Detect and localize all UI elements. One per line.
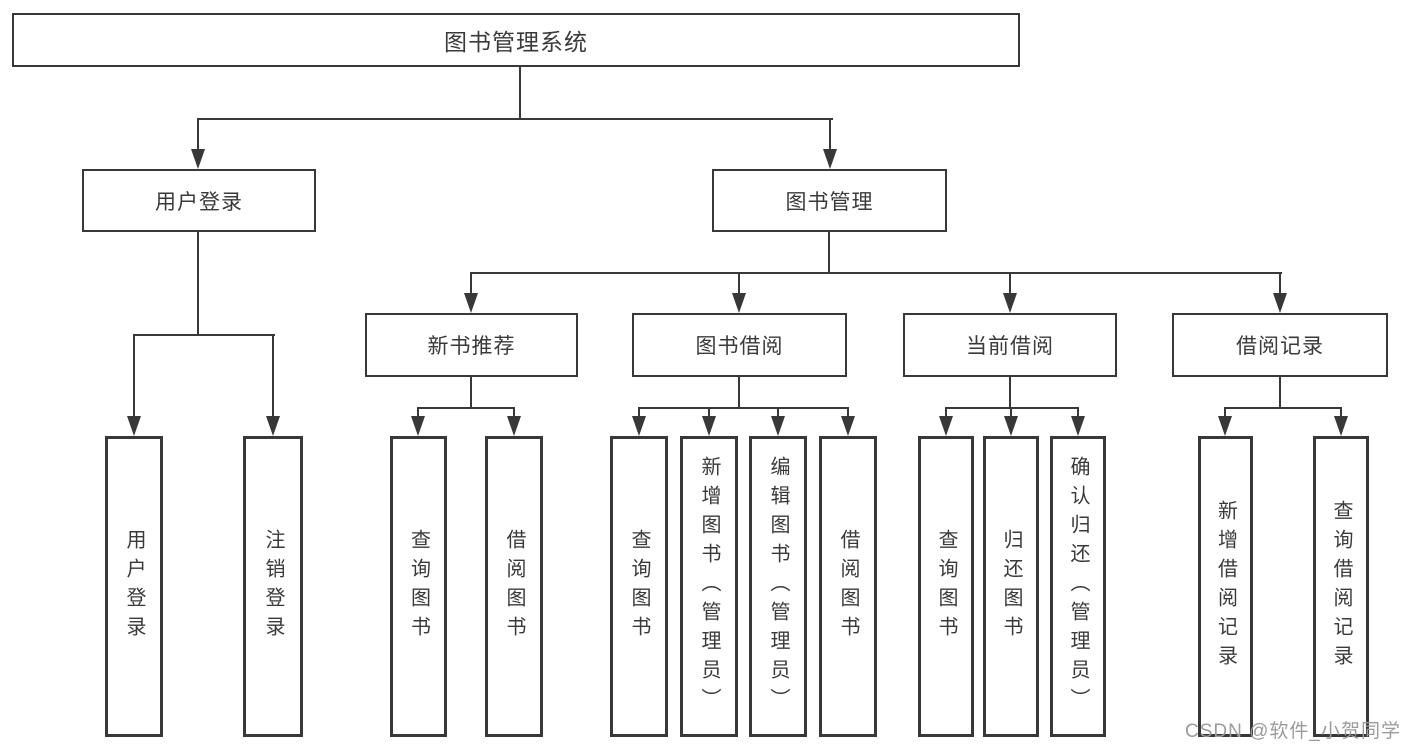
node-current-borrowing-label: 当前借阅 bbox=[966, 335, 1054, 358]
leaf-user-login: 用户登录 bbox=[105, 436, 163, 737]
connector-to-user-login bbox=[197, 118, 199, 151]
arrowhead-book-management bbox=[823, 149, 837, 169]
connector-leaf-nb2 bbox=[513, 407, 515, 418]
arrowhead-leaf-cb2 bbox=[1004, 416, 1018, 436]
leaf-newbooks-borrow-books: 借阅图书 bbox=[485, 436, 543, 737]
arrowhead-leaf-logout bbox=[266, 416, 280, 436]
arrowhead-leaf-nb1 bbox=[411, 416, 425, 436]
connector-user-login-drop bbox=[197, 232, 199, 336]
leaf-borrow-query-books: 查询图书 bbox=[610, 436, 668, 737]
arrowhead-leaf-cb1 bbox=[939, 416, 953, 436]
connector-level3-splitter bbox=[470, 272, 1282, 274]
arrowhead-leaf-cb3 bbox=[1071, 416, 1085, 436]
leaf-records-query-record-label: 查询借阅记录 bbox=[1330, 499, 1352, 674]
connector-to-book-borrowing bbox=[738, 272, 740, 294]
connector-user-login-splitter bbox=[133, 334, 275, 336]
connector-book-management-drop bbox=[828, 232, 830, 274]
connector-to-leaf-user-login bbox=[133, 334, 135, 417]
arrowhead-leaf-user-login bbox=[127, 416, 141, 436]
leaf-current-query-books: 查询图书 bbox=[918, 436, 974, 737]
node-root-label: 图书管理系统 bbox=[444, 29, 588, 55]
leaf-borrow-edit-books-admin-label: 编辑图书（管理员） bbox=[767, 456, 789, 717]
arrowhead-leaf-br2 bbox=[1334, 416, 1348, 436]
connector-leaf-cb2 bbox=[1010, 407, 1012, 418]
leaf-current-confirm-return-admin-label: 确认归还（管理员） bbox=[1067, 456, 1089, 717]
connector-leaf-cb3 bbox=[1077, 407, 1079, 418]
arrowhead-borrowing-records bbox=[1273, 293, 1287, 313]
node-book-management-label: 图书管理 bbox=[785, 190, 874, 214]
node-borrowing-records: 借阅记录 bbox=[1172, 313, 1388, 377]
connector-root-drop bbox=[519, 67, 521, 120]
node-book-borrowing-label: 图书借阅 bbox=[695, 335, 784, 358]
connector-to-new-books bbox=[470, 272, 472, 294]
connector-new-books-leaf-splitter bbox=[417, 407, 515, 409]
connector-leaf-nb1 bbox=[417, 407, 419, 418]
leaf-newbooks-query-books: 查询图书 bbox=[390, 436, 447, 737]
arrowhead-leaf-br1 bbox=[1218, 416, 1232, 436]
connector-book-borrowing-leaf-splitter bbox=[638, 407, 849, 409]
connector-level2-splitter bbox=[197, 118, 833, 120]
leaf-current-return-books: 归还图书 bbox=[983, 436, 1039, 737]
node-user-login-label: 用户登录 bbox=[155, 190, 243, 214]
connector-new-books-drop bbox=[470, 377, 472, 408]
leaf-current-return-books-label: 归还图书 bbox=[1000, 528, 1022, 645]
leaf-borrow-query-books-label: 查询图书 bbox=[628, 528, 650, 645]
connector-current-borrowing-drop bbox=[1009, 377, 1011, 408]
leaf-user-login-label: 用户登录 bbox=[123, 528, 145, 645]
leaf-borrow-edit-books-admin: 编辑图书（管理员） bbox=[749, 436, 807, 737]
leaf-logout-label: 注销登录 bbox=[262, 528, 284, 645]
arrowhead-leaf-bb2 bbox=[702, 416, 716, 436]
connector-leaf-bb3 bbox=[777, 407, 779, 418]
connector-leaf-bb4 bbox=[847, 407, 849, 418]
node-book-borrowing: 图书借阅 bbox=[632, 313, 847, 377]
connector-leaf-br2 bbox=[1340, 407, 1342, 418]
node-book-management: 图书管理 bbox=[712, 169, 947, 232]
watermark: CSDN @软件_小贺同学 bbox=[1185, 721, 1401, 742]
leaf-borrow-add-books-admin: 新增图书（管理员） bbox=[680, 436, 738, 737]
leaf-borrow-add-books-admin-label: 新增图书（管理员） bbox=[698, 456, 720, 717]
node-user-login: 用户登录 bbox=[82, 169, 316, 232]
connector-book-borrowing-drop bbox=[738, 377, 740, 408]
node-current-borrowing: 当前借阅 bbox=[903, 313, 1117, 377]
connector-leaf-br1 bbox=[1224, 407, 1226, 418]
leaf-logout: 注销登录 bbox=[243, 436, 303, 737]
leaf-borrow-borrow-books-label: 借阅图书 bbox=[837, 528, 859, 645]
connector-to-book-management bbox=[829, 118, 831, 151]
leaf-current-confirm-return-admin: 确认归还（管理员） bbox=[1050, 436, 1106, 737]
node-new-books: 新书推荐 bbox=[365, 313, 578, 377]
leaf-newbooks-borrow-books-label: 借阅图书 bbox=[503, 528, 525, 645]
leaf-records-add-record-label: 新增借阅记录 bbox=[1214, 499, 1237, 674]
leaf-current-query-books-label: 查询图书 bbox=[935, 528, 957, 645]
arrowhead-leaf-bb4 bbox=[841, 416, 855, 436]
arrowhead-current-borrowing bbox=[1003, 293, 1017, 313]
connector-borrowing-records-drop bbox=[1279, 377, 1281, 408]
connector-to-borrowing-records bbox=[1279, 272, 1281, 294]
leaf-newbooks-query-books-label: 查询图书 bbox=[407, 528, 430, 645]
leaf-records-add-record: 新增借阅记录 bbox=[1198, 436, 1253, 737]
node-borrowing-records-label: 借阅记录 bbox=[1236, 335, 1324, 358]
arrowhead-leaf-nb2 bbox=[507, 416, 521, 436]
connector-borrowing-records-leaf-splitter bbox=[1224, 407, 1342, 409]
arrowhead-user-login bbox=[191, 149, 205, 169]
arrowhead-leaf-bb3 bbox=[771, 416, 785, 436]
node-root: 图书管理系统 bbox=[12, 13, 1020, 67]
connector-leaf-cb1 bbox=[945, 407, 947, 418]
connector-leaf-bb1 bbox=[638, 407, 640, 418]
leaf-records-query-record: 查询借阅记录 bbox=[1313, 436, 1369, 737]
leaf-borrow-borrow-books: 借阅图书 bbox=[819, 436, 877, 737]
arrowhead-book-borrowing bbox=[732, 293, 746, 313]
connector-to-leaf-logout bbox=[272, 334, 274, 417]
connector-current-borrowing-leaf-splitter bbox=[945, 407, 1079, 409]
connector-to-current-borrowing bbox=[1009, 272, 1011, 294]
arrowhead-leaf-bb1 bbox=[632, 416, 646, 436]
connector-leaf-bb2 bbox=[708, 407, 710, 418]
arrowhead-new-books bbox=[464, 293, 478, 313]
node-new-books-label: 新书推荐 bbox=[427, 335, 516, 358]
